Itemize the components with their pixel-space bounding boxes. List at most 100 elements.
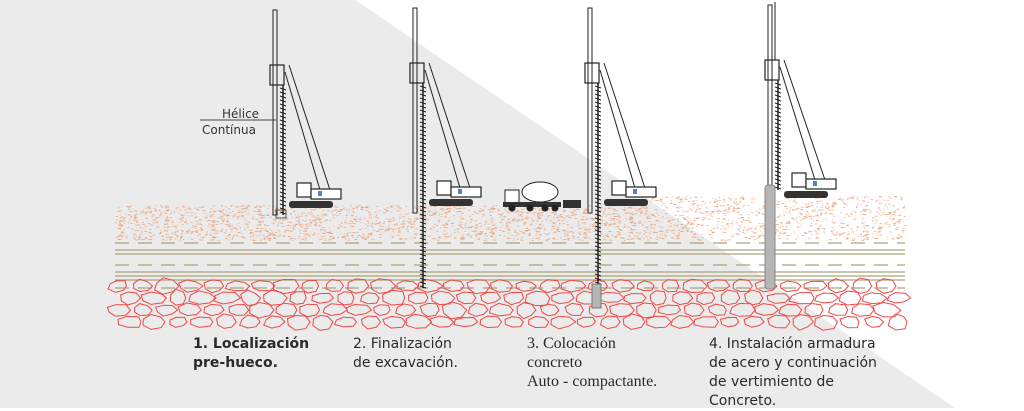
sand-speck — [790, 213, 792, 215]
sand-speck — [830, 213, 833, 215]
sand-speck — [557, 228, 559, 230]
sand-speck — [876, 237, 879, 239]
sand-speck — [832, 204, 835, 206]
sand-speck — [300, 215, 303, 217]
sand-speck — [584, 237, 587, 239]
sand-speck — [831, 209, 834, 211]
sand-speck — [552, 222, 554, 223]
sand-speck — [274, 234, 277, 236]
gravel-stone — [239, 314, 261, 329]
sand-speck — [195, 209, 199, 211]
sand-speck — [515, 211, 519, 213]
sand-speck — [902, 207, 905, 209]
sand-speck — [680, 206, 683, 208]
sand-speck — [874, 231, 876, 232]
sand-speck — [430, 228, 433, 230]
sand-speck — [557, 226, 559, 228]
sand-speck — [760, 230, 762, 232]
sand-speck — [897, 219, 900, 221]
sand-speck — [212, 235, 214, 237]
sand-speck — [593, 236, 595, 238]
sand-speck — [328, 232, 331, 234]
sand-speck — [693, 217, 696, 219]
sand-speck — [268, 232, 271, 234]
sand-speck — [579, 233, 582, 235]
sand-speck — [592, 218, 595, 220]
sand-speck — [491, 231, 494, 233]
sand-speck — [553, 231, 556, 233]
sand-speck — [681, 226, 684, 228]
sand-speck — [794, 198, 796, 200]
sand-speck — [305, 226, 309, 228]
sand-speck — [278, 221, 280, 223]
body — [625, 186, 657, 198]
sand-speck — [247, 209, 249, 211]
step-3-line-3: Auto - compactante. — [527, 373, 658, 390]
sand-speck — [893, 214, 896, 216]
gravel-stone — [405, 313, 433, 329]
sand-speck — [352, 232, 355, 234]
sand-speck — [572, 214, 575, 216]
sand-speck — [809, 226, 812, 228]
sand-speck — [320, 229, 323, 230]
sand-speck — [346, 235, 349, 237]
sand-speck — [466, 226, 468, 228]
sand-speck — [120, 231, 124, 233]
sand-speck — [256, 227, 259, 229]
sand-speck — [774, 220, 777, 221]
gravel-stone — [177, 302, 202, 317]
sand-speck — [676, 205, 679, 207]
sand-speck — [218, 210, 221, 212]
steel-reinforced-column — [764, 184, 776, 290]
sand-speck — [407, 212, 410, 214]
sand-speck — [674, 215, 677, 216]
sand-speck — [806, 205, 810, 207]
sand-speck — [133, 219, 136, 221]
sand-speck — [180, 235, 182, 237]
sand-speck — [520, 215, 523, 217]
sand-speck — [737, 207, 740, 209]
sand-speck — [236, 217, 239, 219]
sand-speck — [405, 238, 408, 240]
sand-speck — [606, 233, 609, 235]
sand-speck — [274, 218, 278, 220]
sand-speck — [755, 214, 758, 216]
sand-speck — [199, 222, 202, 224]
sand-speck — [396, 234, 400, 236]
sand-speck — [239, 227, 241, 229]
sand-speck — [128, 219, 131, 221]
sand-speck — [250, 236, 252, 237]
sand-speck — [896, 208, 900, 210]
sand-speck — [141, 232, 143, 234]
sand-speck — [810, 201, 813, 203]
sand-speck — [583, 234, 585, 236]
sand-speck — [172, 225, 175, 227]
sand-speck — [686, 220, 689, 222]
sand-speck — [117, 238, 120, 240]
sand-speck — [584, 221, 586, 223]
sand-speck — [666, 231, 668, 233]
gravel-stone — [408, 291, 429, 305]
sand-speck — [829, 239, 832, 241]
sand-speck — [884, 205, 886, 207]
sand-speck — [541, 214, 543, 216]
sand-speck — [334, 209, 338, 211]
sand-speck — [592, 231, 595, 232]
gravel-stone — [133, 303, 153, 317]
mast — [767, 4, 773, 206]
sand-speck — [796, 216, 798, 218]
sand-speck — [598, 222, 601, 224]
step-2-line-2: de excavación. — [353, 355, 458, 371]
sand-speck — [315, 219, 318, 220]
sand-speck — [425, 229, 427, 231]
sand-speck — [759, 234, 762, 236]
sand-speck — [520, 211, 522, 213]
sand-speck — [634, 235, 636, 237]
sand-speck — [464, 230, 466, 232]
sand-speck — [200, 206, 204, 208]
sand-speck — [469, 215, 471, 217]
sand-speck — [893, 210, 897, 212]
sand-speck — [401, 226, 405, 228]
cab — [611, 180, 627, 196]
sand-speck — [133, 237, 135, 239]
